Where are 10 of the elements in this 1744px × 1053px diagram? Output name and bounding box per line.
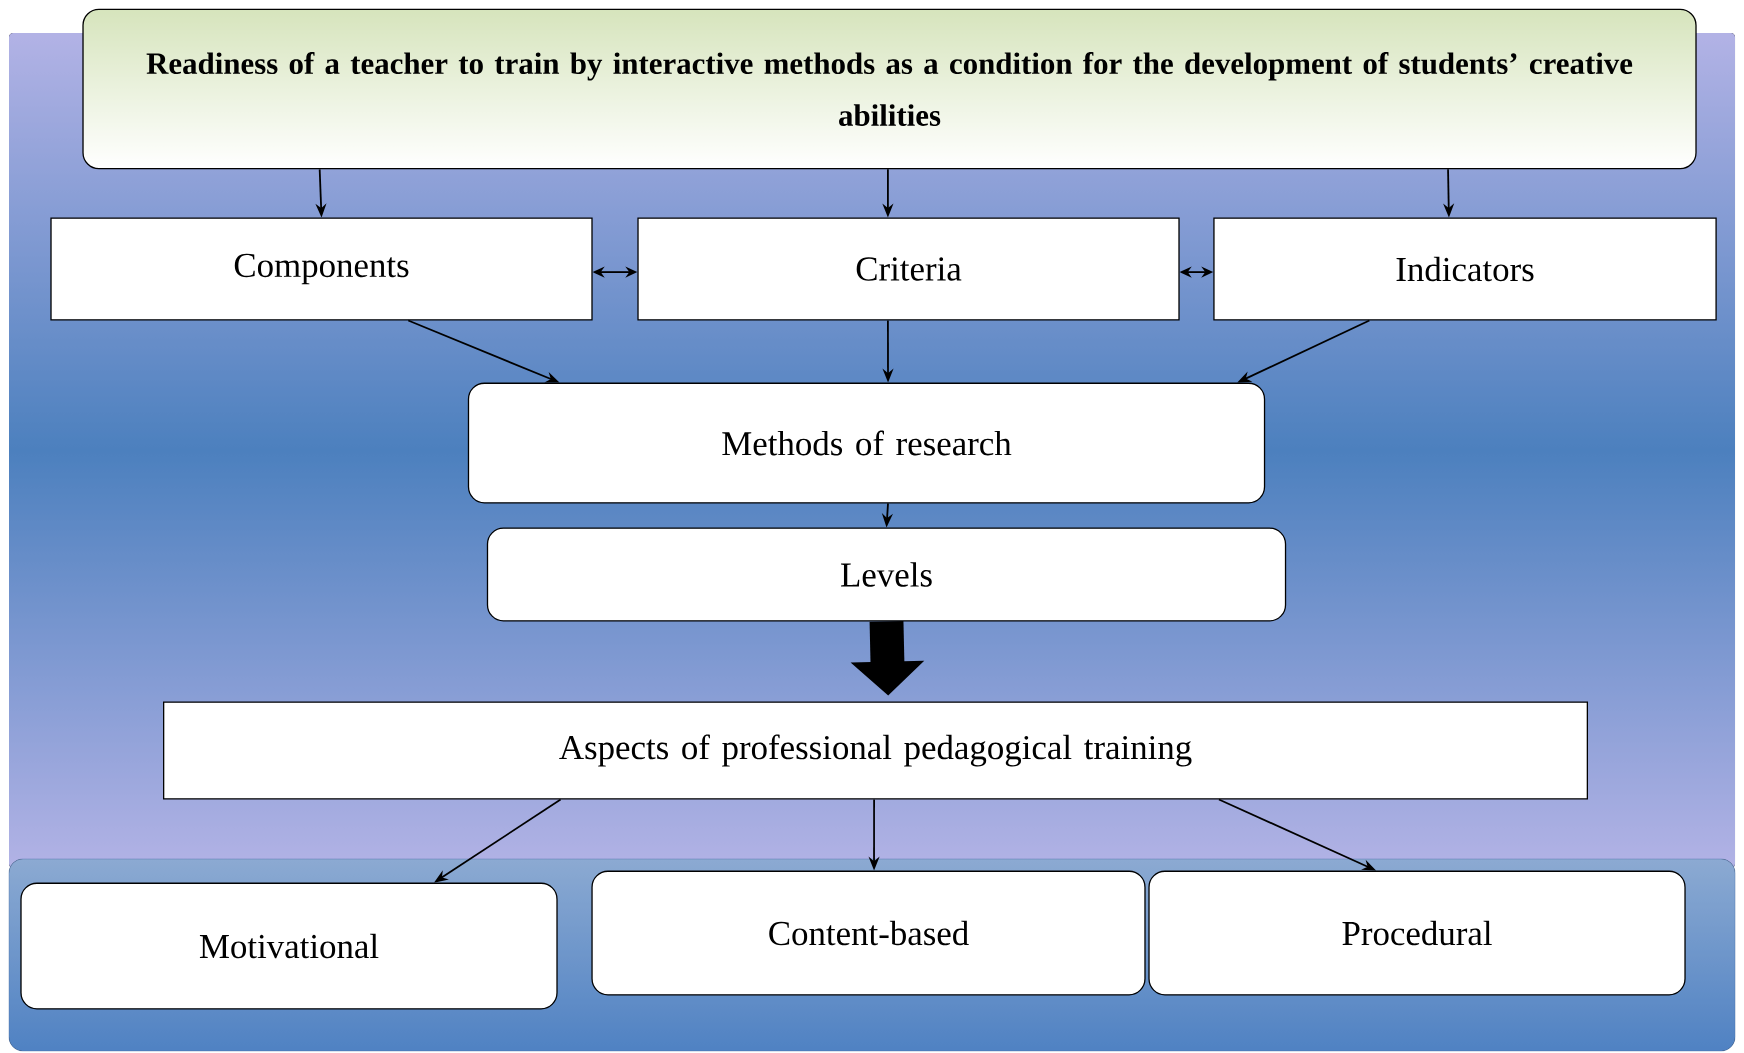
process-box: Methods of research bbox=[467, 382, 1266, 504]
title-box: Readiness of a teacher to train by interactive methods as a condition for the development of students’ creative abilities bbox=[82, 8, 1697, 170]
process-box: Procedural bbox=[1148, 870, 1686, 996]
process-box: Motivational bbox=[20, 882, 558, 1010]
process-box: Aspects of professional pedagogical training bbox=[163, 701, 1588, 800]
process-box: Levels bbox=[486, 527, 1287, 622]
process-box: Components bbox=[50, 217, 593, 321]
process-box: Content-based bbox=[591, 870, 1146, 996]
process-box: Indicators bbox=[1213, 217, 1717, 321]
process-box: Criteria bbox=[637, 217, 1180, 321]
